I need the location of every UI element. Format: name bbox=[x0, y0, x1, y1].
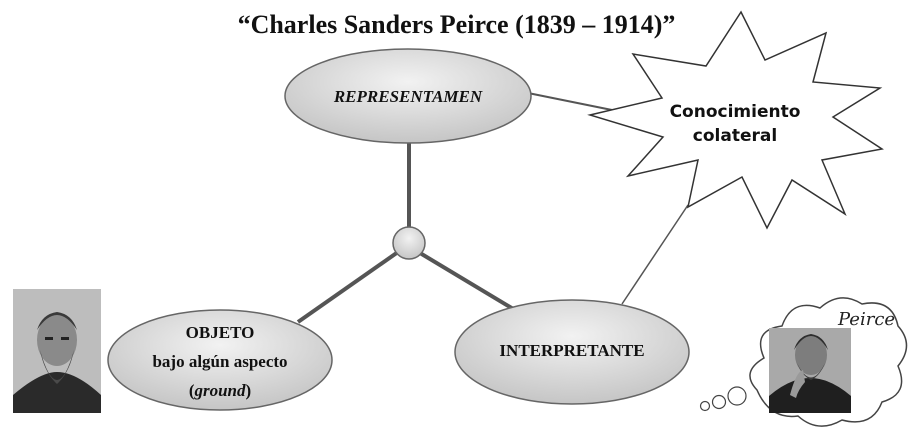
conocimiento-line1: Conocimiento bbox=[669, 102, 801, 122]
representamen-node bbox=[284, 48, 532, 144]
objeto-line3: (ground) bbox=[108, 376, 332, 405]
interpretante-node bbox=[454, 299, 690, 405]
objeto-label: OBJETO bajo algún aspecto (ground) bbox=[108, 318, 332, 405]
objeto-paren-close: ) bbox=[245, 381, 252, 400]
thought-bubble-text: Peirce bbox=[838, 309, 896, 330]
connector-obj-center bbox=[296, 250, 400, 324]
objeto-line1: OBJETO bbox=[185, 323, 255, 342]
portrait-thinking-man-icon bbox=[769, 328, 851, 413]
ground-term: ground bbox=[194, 381, 246, 400]
connector-int-center bbox=[418, 251, 522, 315]
connector-rep-knowledge bbox=[527, 92, 613, 111]
objeto-paren-open: ( bbox=[188, 381, 195, 400]
conocimiento-colateral-label: Conocimiento colateral bbox=[650, 100, 820, 148]
objeto-line2: bajo algún aspecto bbox=[152, 352, 288, 371]
conocimiento-colateral-burst bbox=[587, 10, 884, 230]
objeto-node bbox=[107, 309, 333, 411]
center-node bbox=[392, 226, 426, 260]
diagram-title: “Charles Sanders Peirce (1839 – 1914)” bbox=[237, 10, 676, 39]
portrait-bearded-man-icon bbox=[13, 289, 101, 413]
interpretante-label: INTERPRETANTE bbox=[499, 341, 645, 360]
conocimiento-line2: colateral bbox=[692, 126, 778, 146]
representamen-label: REPRESENTAMEN bbox=[333, 87, 483, 106]
connector-int-knowledge bbox=[621, 204, 689, 305]
